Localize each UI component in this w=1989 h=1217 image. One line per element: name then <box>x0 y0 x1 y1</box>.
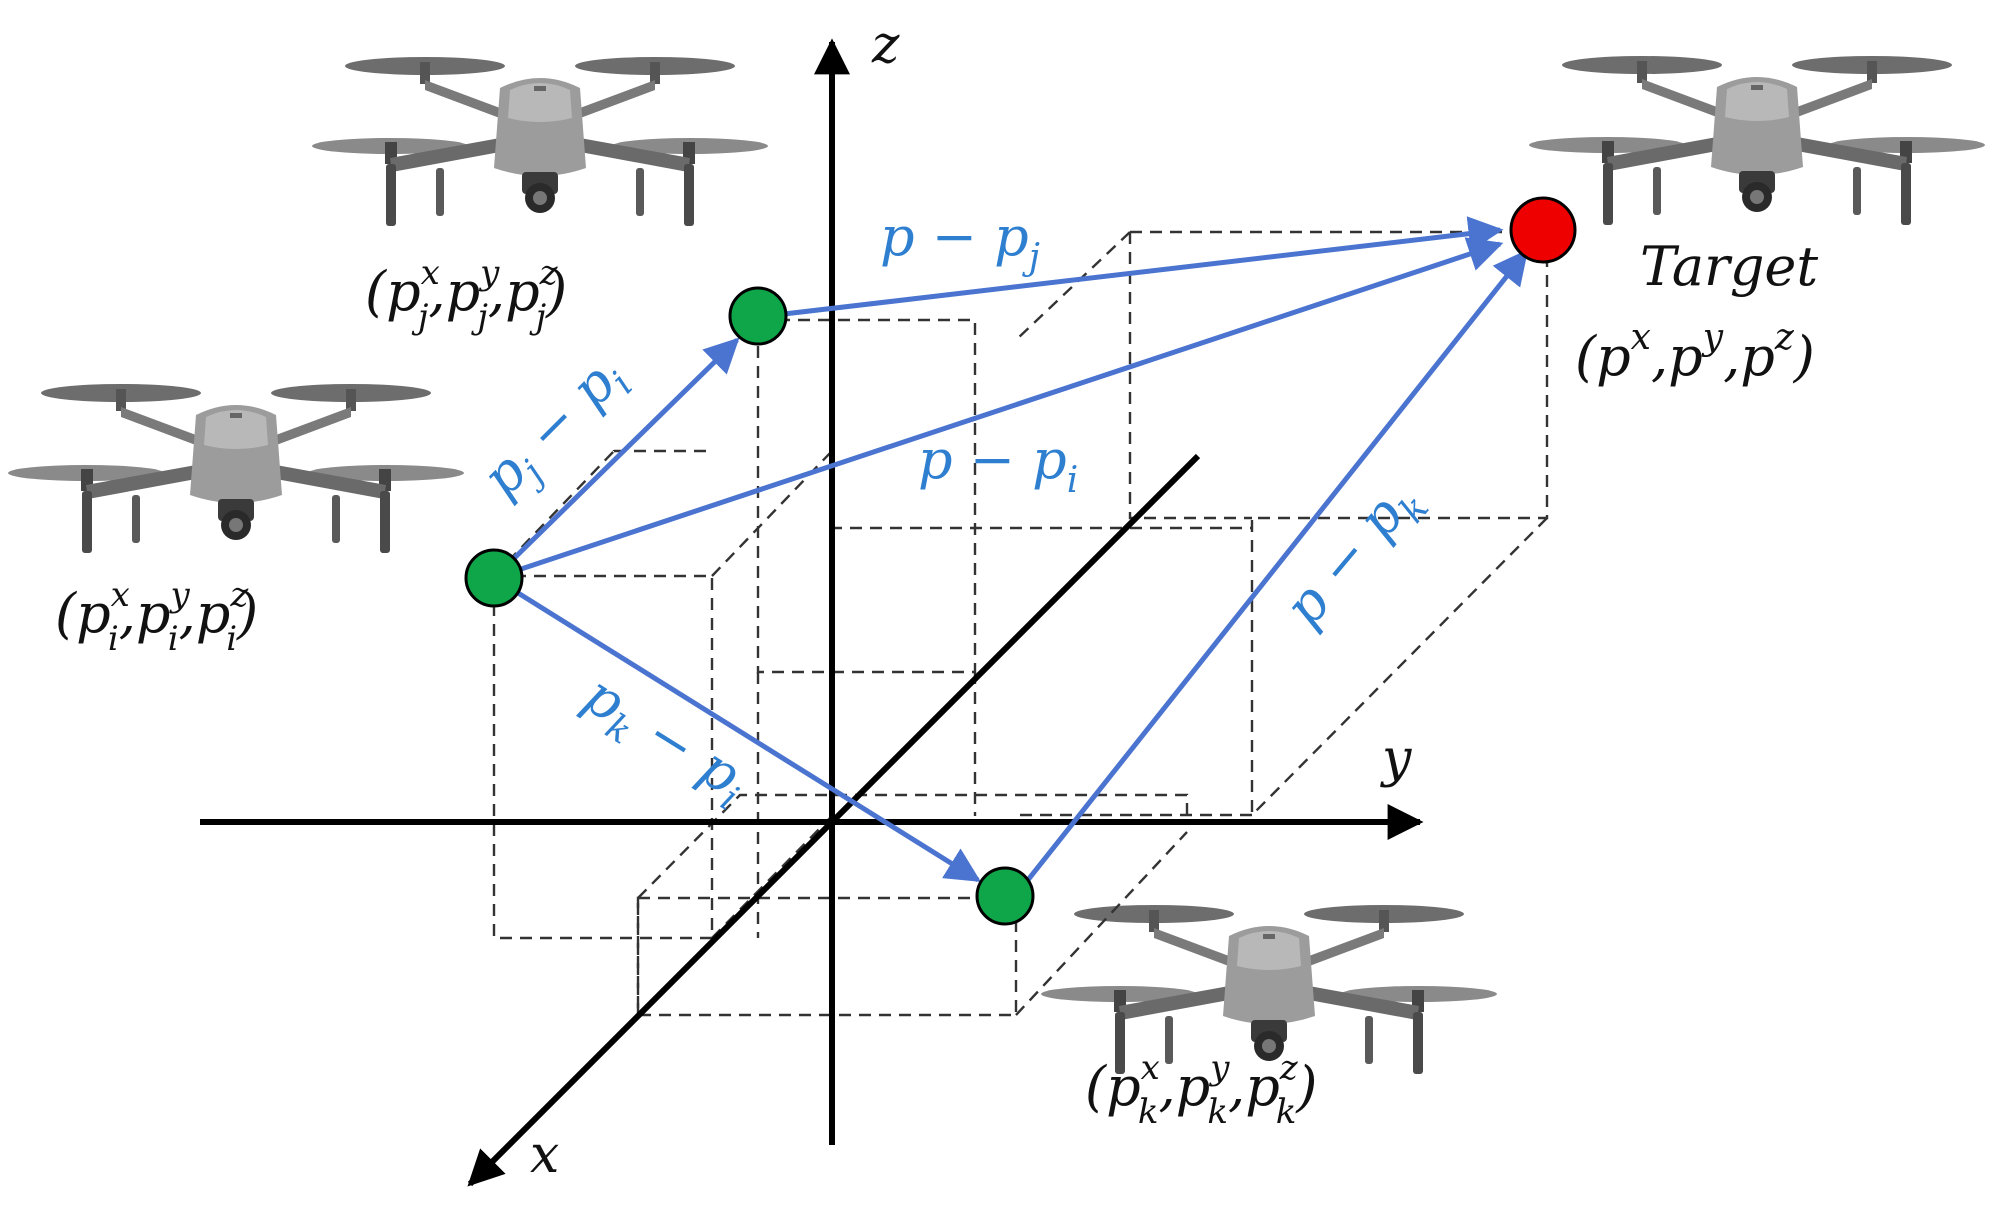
vector-pj-minus-pi <box>492 337 740 580</box>
x-axis-label: x <box>530 1125 559 1185</box>
label-pj-minus-pi: pj − pi <box>470 343 641 514</box>
y-axis-label: y <box>1380 729 1412 789</box>
drone-icon <box>8 384 464 553</box>
label-p-minus-pk: p − pk <box>1272 467 1438 645</box>
z-axis-label: z <box>871 15 900 75</box>
vector-p-minus-pj <box>783 216 1504 317</box>
drone-icon <box>1041 905 1497 1074</box>
x-axis <box>467 453 1201 1187</box>
agent-i-node <box>464 548 524 608</box>
target-coords: (px,py,pz) <box>1575 317 1815 388</box>
axes <box>200 38 1424 1187</box>
label-p-minus-pi: p − pi <box>918 428 1078 501</box>
agent-k-node <box>975 866 1035 926</box>
agent-j-node <box>728 286 788 346</box>
vector-p-minus-pi <box>493 237 1504 581</box>
drone-icon <box>312 57 768 226</box>
target-title: Target <box>1640 235 1818 298</box>
target-node <box>1509 196 1577 264</box>
vector-p-minus-pk <box>1014 249 1529 897</box>
vectors <box>492 216 1529 897</box>
label-p-minus-pj: p − pj <box>880 205 1040 278</box>
drone-icon <box>1529 56 1985 225</box>
vector-pk-minus-pi <box>492 575 981 883</box>
